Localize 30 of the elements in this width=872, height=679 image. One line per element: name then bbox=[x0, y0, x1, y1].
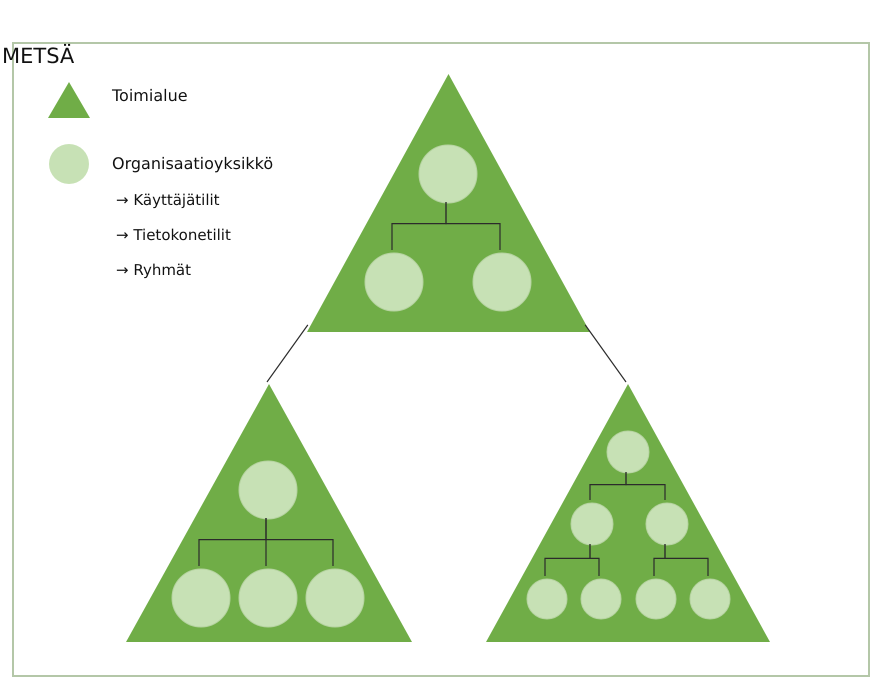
circle-shape bbox=[635, 578, 677, 620]
frame-title: METSÄ bbox=[2, 44, 74, 68]
connector-line bbox=[445, 202, 501, 250]
triangle-shape bbox=[486, 384, 770, 642]
circle-shape bbox=[689, 578, 731, 620]
connector-line bbox=[664, 544, 709, 576]
connector-line bbox=[265, 518, 334, 566]
circle-shape bbox=[364, 252, 424, 312]
circle-shape bbox=[645, 502, 689, 546]
legend-label: Organisaatioyksikkö bbox=[112, 154, 274, 173]
circle-shape bbox=[570, 502, 614, 546]
triangle-shape bbox=[307, 74, 590, 332]
legend-note: → Ryhmät bbox=[116, 261, 192, 279]
circle-shape bbox=[238, 568, 298, 628]
legend-note: → Tietokonetilit bbox=[116, 226, 231, 244]
circle-shape bbox=[418, 144, 478, 204]
legend-label: Toimialue bbox=[112, 86, 188, 105]
connector-line bbox=[584, 324, 626, 382]
circle-shape bbox=[526, 578, 568, 620]
triangle-shape bbox=[126, 384, 412, 642]
circle-shape bbox=[580, 578, 622, 620]
circle-shape bbox=[305, 568, 365, 628]
connector-line bbox=[589, 544, 600, 576]
circle-shape bbox=[606, 430, 650, 474]
circle-shape bbox=[238, 460, 298, 520]
circle-shape bbox=[171, 568, 231, 628]
circle-shape bbox=[472, 252, 532, 312]
connector-line bbox=[266, 324, 308, 382]
legend-note: → Käyttäjätilit bbox=[116, 191, 220, 209]
connector-line bbox=[625, 472, 666, 500]
